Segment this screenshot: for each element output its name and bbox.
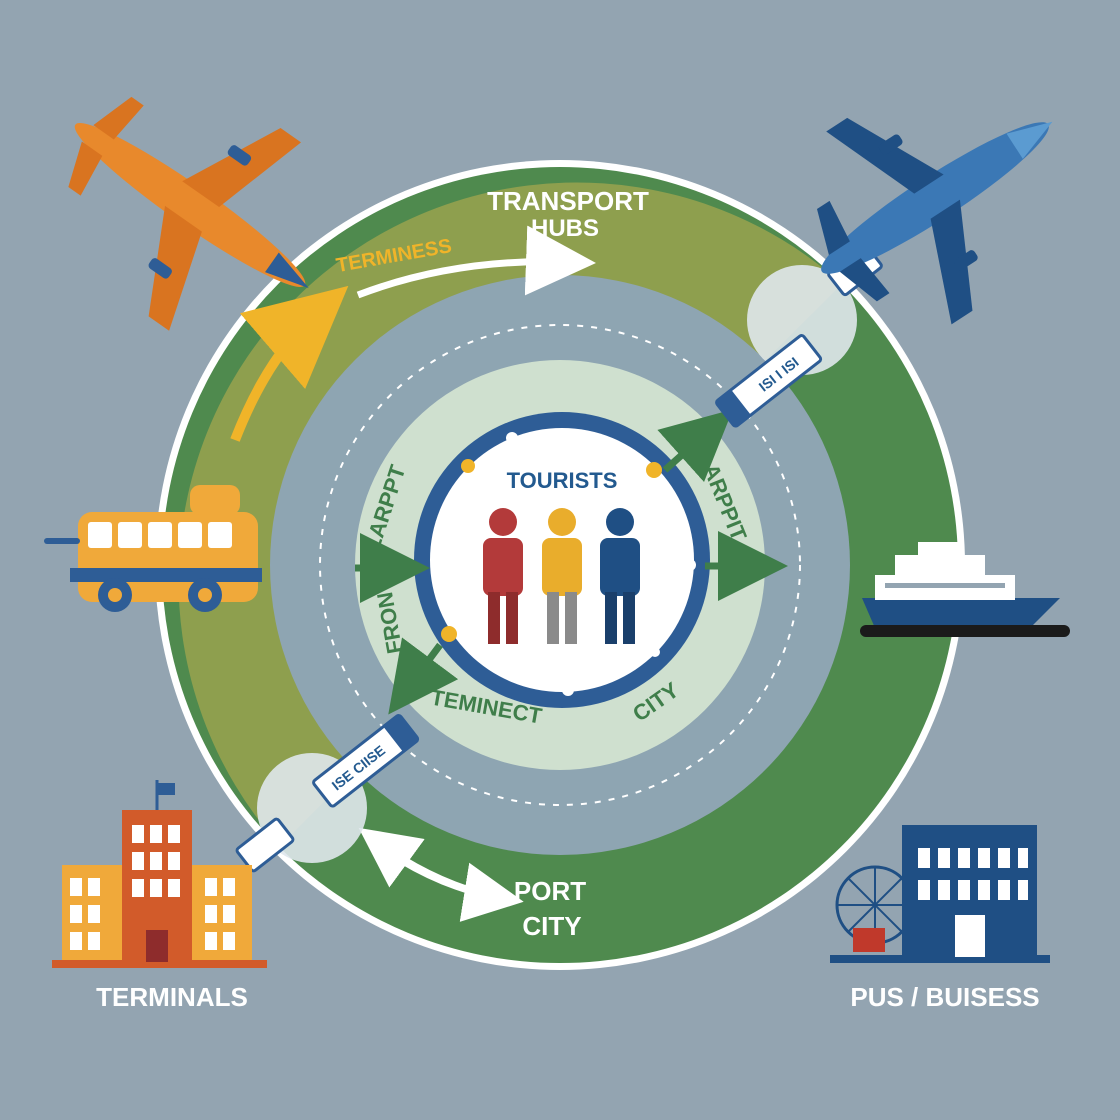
- ticket-lower-left: ISE CIISE: [235, 714, 420, 873]
- inner-arrows: [355, 409, 788, 715]
- hub-title-line2: HUBS: [531, 215, 599, 242]
- port-city-line1: PORT: [514, 876, 586, 906]
- hub-title-line1: TRANSPORT: [487, 186, 649, 216]
- center-title: TOURISTS: [507, 468, 618, 493]
- hotel-building-icon: [52, 780, 267, 968]
- port-city-line2: CITY: [522, 911, 581, 941]
- office-building-icon: [830, 825, 1050, 963]
- center-circle: TOURISTS: [414, 412, 710, 708]
- port-city-label: PORT CITY: [514, 876, 586, 941]
- blue-airplane-icon: [816, 117, 1053, 325]
- terminals-label: TERMINALS: [96, 982, 248, 1012]
- small-traveler-figures: [441, 432, 696, 696]
- outer-arrows: [230, 225, 596, 922]
- cruise-ship-icon: [860, 542, 1070, 637]
- ferris-wheel-icon: [835, 865, 915, 952]
- business-label: PUS / BUISESS: [850, 982, 1039, 1012]
- ticket-upper-right: ISI I ISI: [715, 243, 883, 428]
- orange-airplane-icon: [68, 96, 309, 331]
- people-group-icon: [483, 508, 640, 644]
- bus-icon: [44, 485, 262, 612]
